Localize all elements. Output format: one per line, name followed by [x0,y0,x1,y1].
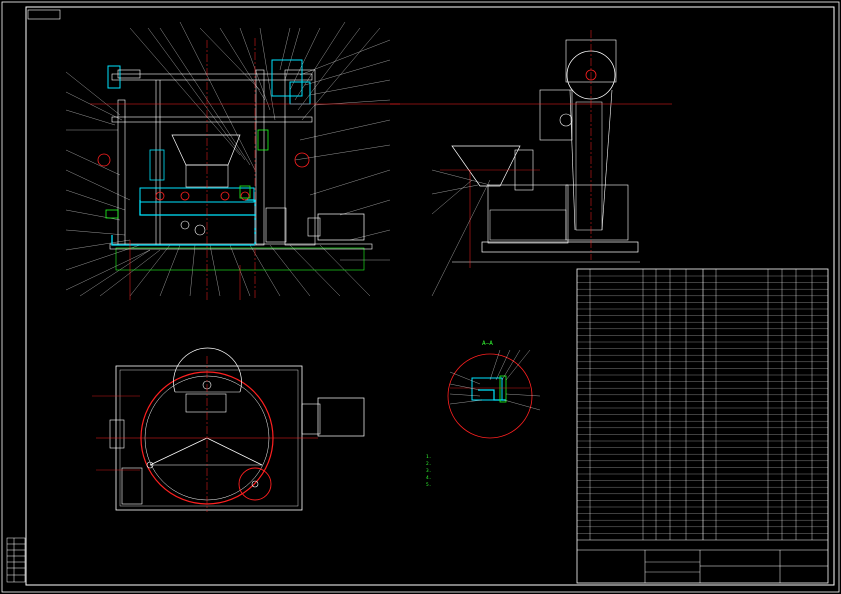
note-4: 4. [426,476,432,481]
side-view [390,30,672,297]
note-1: 1. [426,455,432,460]
section-label: A–A [482,340,493,347]
front-view [65,21,400,300]
note-2: 2. [426,462,432,467]
bom-table [576,268,829,584]
section-a-a [447,349,541,439]
bom-rows [577,275,828,534]
left-binding-strip [6,537,26,583]
plan-view [92,347,365,512]
note-5: 5. [426,483,432,488]
note-3: 3. [426,469,432,474]
top-label-box [27,9,61,20]
drawing-border-inner [25,6,835,586]
